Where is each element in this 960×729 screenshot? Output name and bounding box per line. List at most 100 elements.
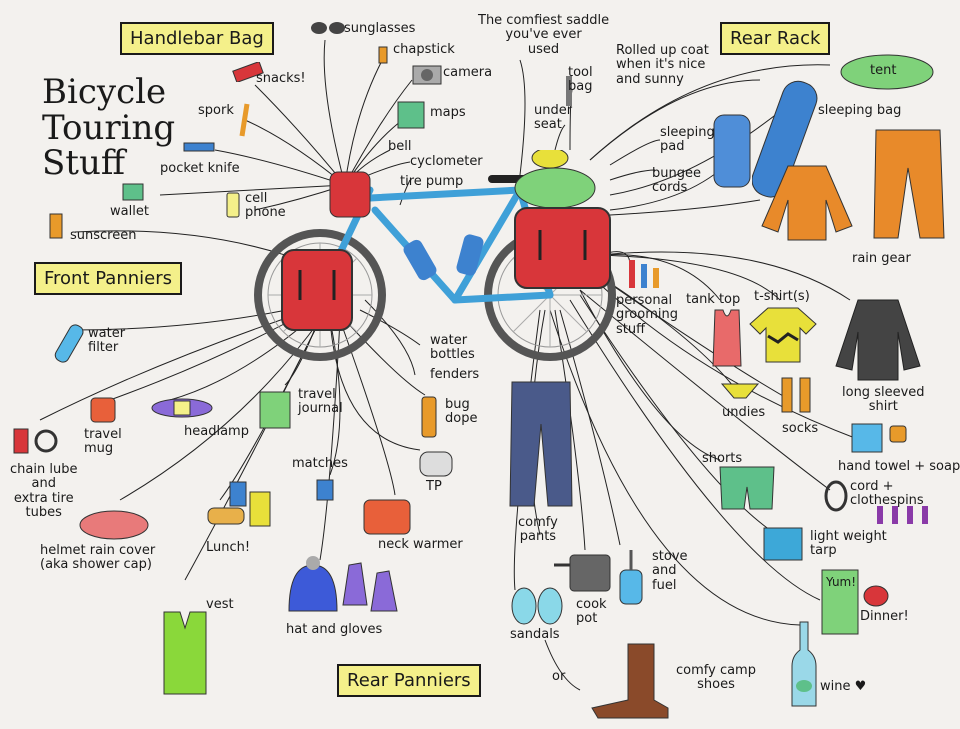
label-wallet: wallet (110, 204, 149, 219)
sunscreen-icon (49, 213, 63, 239)
label-wine: wine ♥ (820, 679, 867, 694)
wine-bottle-icon (791, 621, 817, 707)
comfy-pants-icon (509, 381, 573, 507)
label-spork: spork (198, 103, 234, 118)
label-tent: tent (870, 63, 897, 78)
label-hand-towel: hand towel + soap (838, 459, 960, 474)
snacks-icon (232, 62, 264, 82)
label-camp-shoes: comfy camp shoes (676, 663, 756, 693)
cell-phone-icon (226, 192, 240, 218)
camera-icon (412, 65, 442, 85)
page-title: Bicycle Touring Stuff (42, 72, 176, 184)
tarp-icon (763, 527, 803, 561)
rain-jacket-icon (761, 165, 853, 241)
vest-icon (163, 611, 207, 695)
label-socks: socks (782, 421, 819, 436)
shorts-icon (719, 466, 775, 510)
tool-bag-icon (566, 76, 572, 106)
undies-icon (720, 383, 760, 399)
spork-icon (239, 103, 250, 137)
sleeping-pad-icon (713, 114, 751, 188)
label-sunglasses: sunglasses (344, 21, 416, 36)
bicycle-icon (254, 150, 616, 361)
label-helmet-cover: helmet rain cover (aka shower cap) (40, 543, 156, 573)
lunch-icon (207, 481, 271, 527)
sandals-icon (511, 587, 563, 625)
bug-dope-icon (421, 396, 437, 438)
label-saddle: The comfiest saddle you've ever used (478, 13, 610, 57)
label-light-tarp: light weight tarp (810, 529, 887, 559)
label-travel-mug: travel mug (84, 427, 122, 457)
label-undies: undies (722, 405, 766, 420)
label-travel-journal: travel journal (298, 387, 343, 417)
label-water-bottles: water bottles (430, 333, 475, 363)
label-rain-gear: rain gear (852, 251, 911, 266)
chapstick-icon (378, 46, 388, 64)
label-yum: Yum! (826, 575, 857, 589)
label-sleeping-bag: sleeping bag (818, 103, 902, 118)
tag-rear-panniers: Rear Panniers (337, 664, 481, 697)
label-bungee: bungee cords (652, 166, 701, 196)
hat-gloves-icon (288, 556, 398, 612)
stove-icon (619, 550, 643, 605)
label-tp: TP (426, 479, 442, 494)
label-fenders: fenders (430, 367, 480, 382)
label-under-seat: under seat (534, 103, 573, 133)
matches-icon (316, 479, 334, 501)
long-sleeve-shirt-icon (835, 299, 921, 381)
label-or: or (552, 669, 566, 684)
label-maps: maps (430, 105, 466, 120)
label-comfy-pants: comfy pants (518, 515, 558, 545)
grooming-icon (629, 260, 659, 288)
label-sleeping-pad: sleeping pad (660, 125, 715, 155)
label-chain-lube: chain lube and extra tire tubes (10, 462, 78, 520)
label-bell: bell (388, 139, 412, 154)
maps-icon (397, 101, 425, 129)
tag-rear-rack: Rear Rack (720, 22, 831, 55)
helmet-cover-icon (79, 510, 149, 540)
cook-pot-icon (554, 554, 611, 592)
sunglasses-icon (311, 22, 345, 34)
label-tire-pump: tire pump (400, 174, 464, 189)
label-stove: stove and fuel (652, 549, 688, 593)
label-tank-top: tank top (686, 292, 741, 307)
label-chapstick: chapstick (393, 42, 455, 57)
tank-top-icon (712, 309, 742, 367)
label-long-sleeved: long sleeved shirt (842, 385, 925, 415)
label-water-filter: water filter (88, 326, 126, 356)
wallet-icon (122, 183, 144, 201)
label-cyclometer: cyclometer (410, 154, 483, 169)
label-dinner: Dinner! (860, 609, 909, 624)
neck-warmer-icon (363, 499, 411, 535)
label-neck-warmer: neck warmer (378, 537, 463, 552)
rain-pants-icon (873, 129, 945, 239)
tag-front-panniers: Front Panniers (34, 262, 182, 295)
travel-mug-icon (90, 397, 116, 423)
tshirt-icon (749, 307, 817, 363)
tp-icon (419, 451, 453, 477)
label-sandals: sandals (510, 627, 560, 642)
label-headlamp: headlamp (184, 424, 249, 439)
tag-handlebar-bag: Handlebar Bag (120, 22, 274, 55)
label-shorts: shorts (702, 451, 743, 466)
label-cook-pot: cook pot (576, 597, 607, 627)
label-camera: camera (443, 65, 493, 80)
label-tool-bag: tool bag (568, 65, 593, 95)
hand-towel-icon (851, 423, 907, 453)
label-snacks: snacks! (256, 71, 306, 86)
label-cord: cord + clothespins (850, 479, 924, 509)
dinner-icon (821, 569, 889, 635)
tent-icon (840, 54, 934, 90)
label-matches: matches (292, 456, 348, 471)
label-bug-dope: bug dope (445, 397, 478, 427)
headlamp-icon (151, 398, 213, 418)
water-filter-icon (54, 324, 84, 363)
label-sunscreen: sunscreen (70, 228, 137, 243)
label-vest: vest (206, 597, 234, 612)
socks-icon (781, 377, 811, 413)
label-lunch: Lunch! (206, 540, 251, 555)
label-hat-gloves: hat and gloves (286, 622, 383, 637)
label-tshirts: t-shirt(s) (754, 289, 810, 304)
label-cell-phone: cell phone (245, 191, 286, 221)
label-rolled-coat: Rolled up coat when it's nice and sunny (616, 43, 709, 87)
